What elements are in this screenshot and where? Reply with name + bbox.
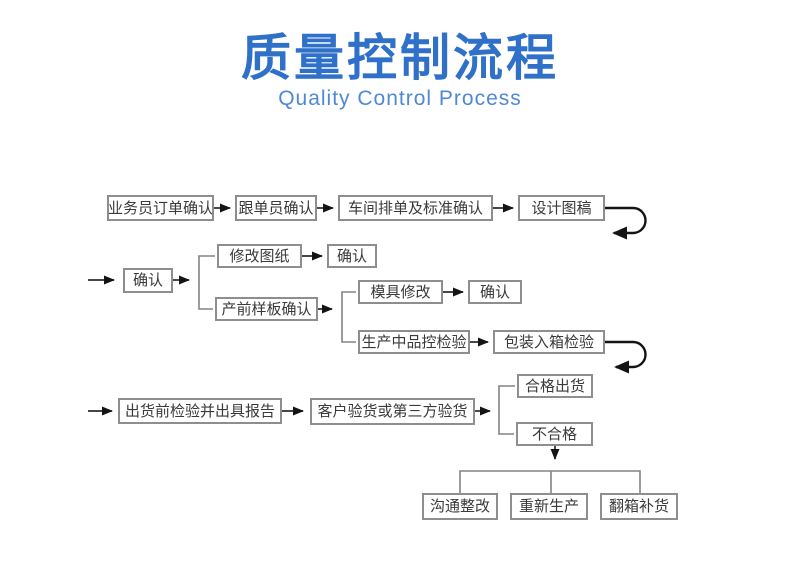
node-communication-rectification: 沟通整改	[422, 493, 498, 520]
page-title: 质量控制流程	[241, 30, 559, 86]
loop-arrow-row2	[605, 340, 647, 374]
branch-elbow-2	[341, 291, 356, 343]
node-unqualified: 不合格	[516, 422, 593, 446]
bottom-connector	[459, 470, 641, 493]
node-qualified-shipment: 合格出货	[517, 374, 593, 398]
branch-elbow-3	[498, 385, 515, 435]
loop-arrow-row1	[605, 206, 647, 240]
node-salesman-order-confirm: 业务员订单确认	[107, 195, 214, 221]
node-revise-drawing: 修改图纸	[217, 244, 302, 268]
node-pre-shipment-inspection-report: 出货前检验并出具报告	[118, 398, 282, 424]
page-header: 质量控制流程 Quality Control Process	[0, 30, 800, 110]
node-re-production: 重新生产	[510, 493, 588, 520]
node-mold-modification: 模具修改	[358, 280, 443, 304]
node-confirm-b: 确认	[327, 244, 377, 268]
node-design-draft: 设计图稿	[518, 195, 605, 221]
node-merchandiser-confirm: 跟单员确认	[235, 195, 317, 221]
node-pre-production-sample-confirm: 产前样板确认	[215, 297, 318, 321]
branch-elbow-1	[198, 255, 215, 310]
node-packing-in-box-inspection: 包装入箱检验	[493, 330, 605, 354]
node-customer-or-third-party-inspection: 客户验货或第三方验货	[310, 398, 475, 425]
node-in-production-qc-inspection: 生产中品控检验	[358, 330, 470, 354]
node-unpack-replenish: 翻箱补货	[600, 493, 678, 520]
page-subtitle: Quality Control Process	[278, 87, 522, 110]
node-workshop-scheduling-confirm: 车间排单及标准确认	[338, 195, 493, 221]
node-confirm-c: 确认	[468, 280, 522, 304]
node-confirm-a: 确认	[123, 268, 173, 293]
